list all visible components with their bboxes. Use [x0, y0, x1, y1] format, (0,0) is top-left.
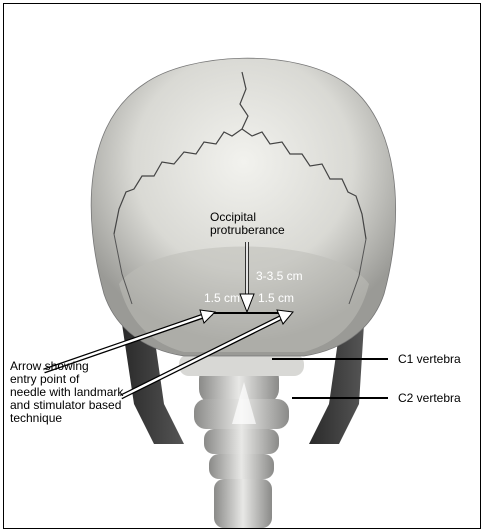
distance-left-label: 1.5 cm: [204, 292, 240, 305]
cervical-spine: [179, 354, 304, 528]
distance-right-label: 1.5 cm: [258, 292, 294, 305]
c2-vertebra-label: C2 vertebra: [398, 392, 461, 405]
distance-vertical-label: 3-3.5 cm: [256, 270, 303, 283]
c1-vertebra-label: C1 vertebra: [398, 353, 461, 366]
occipital-label-line2: protruberance: [210, 224, 285, 237]
figure-frame: Occipital protruberance 3-3.5 cm 1.5 cm …: [3, 3, 481, 529]
arrow-note: Arrow showing entry point of needle with…: [10, 360, 123, 425]
skull-illustration: [4, 4, 480, 528]
